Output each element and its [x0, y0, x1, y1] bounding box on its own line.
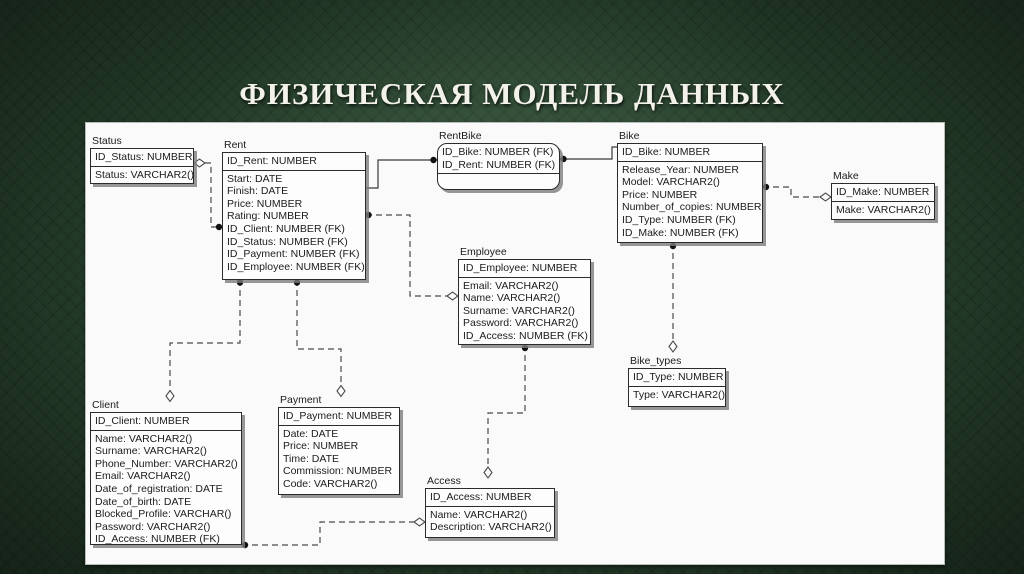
attribute: Email: VARCHAR2() [463, 279, 559, 292]
pk-attribute: ID_Make: NUMBER [836, 186, 930, 198]
pk-attribute: ID_Payment: NUMBER [283, 410, 393, 422]
entity-rent: Rent ID_Rent: NUMBER Start: DATE Finish:… [222, 139, 366, 280]
pk-attribute: ID_Access: NUMBER [430, 491, 532, 503]
pk-attribute: ID_Employee: NUMBER [463, 262, 578, 274]
attribute: Email: VARCHAR2() [95, 470, 191, 483]
attribute: Model: VARCHAR2() [622, 176, 720, 189]
pk-attribute: ID_Rent: NUMBER (FK) [442, 158, 556, 171]
entity-title: Client [92, 399, 119, 411]
entity-status: Status ID_Status: NUMBER Status: VARCHAR… [90, 135, 194, 184]
attribute: ID_Employee: NUMBER (FK) [227, 260, 365, 273]
attribute: Password: VARCHAR2() [95, 520, 211, 533]
attribute: Type: VARCHAR2() [633, 388, 725, 401]
attribute: Status: VARCHAR2() [95, 168, 194, 181]
attribute: Password: VARCHAR2() [463, 317, 579, 330]
attribute: Blocked_Profile: VARCHAR() [95, 508, 232, 521]
attribute: Start: DATE [227, 172, 283, 185]
attribute: Date_of_birth: DATE [95, 495, 192, 508]
entity-bike: Bike ID_Bike: NUMBER Release_Year: NUMBE… [617, 130, 763, 243]
pk-attribute: ID_Rent: NUMBER [227, 155, 317, 167]
pk-attribute: ID_Client: NUMBER [95, 415, 190, 427]
attribute: Number_of_copies: NUMBER [622, 201, 762, 214]
attribute: Finish: DATE [227, 185, 289, 198]
entity-title: Make [833, 170, 859, 182]
attribute: Price: NUMBER [227, 197, 303, 210]
entity-client: Client ID_Client: NUMBER Name: VARCHAR2(… [90, 399, 242, 546]
entity-access: Access ID_Access: NUMBER Name: VARCHAR2(… [425, 475, 555, 538]
attribute: Price: NUMBER [622, 188, 698, 201]
attribute: Name: VARCHAR2() [463, 292, 561, 305]
attribute: Surname: VARCHAR2() [95, 445, 207, 458]
entity-bike-types: Bike_types ID_Type: NUMBER Type: VARCHAR… [628, 355, 726, 407]
attribute: Commission: NUMBER [283, 465, 393, 478]
entity-make: Make ID_Make: NUMBER Make: VARCHAR2() [831, 170, 935, 220]
attribute: ID_Client: NUMBER (FK) [227, 222, 345, 235]
attribute: Release_Year: NUMBER [622, 163, 739, 176]
entity-title: Rent [224, 139, 247, 151]
entity-title: RentBike [439, 130, 482, 142]
attribute: Name: VARCHAR2() [430, 508, 528, 521]
entity-title: Status [92, 135, 122, 147]
attribute: ID_Type: NUMBER (FK) [622, 213, 736, 226]
attribute: ID_Status: NUMBER (FK) [227, 235, 348, 248]
entity-title: Employee [460, 246, 507, 258]
attribute: ID_Access: NUMBER (FK) [463, 329, 588, 342]
attribute: Code: VARCHAR2() [283, 477, 378, 490]
entity-title: Bike [619, 130, 640, 142]
attribute: Price: NUMBER [283, 440, 359, 453]
attribute: ID_Make: NUMBER (FK) [622, 226, 739, 239]
entity-rentbike: RentBike ID_Bike: NUMBER (FK) ID_Rent: N… [437, 130, 560, 190]
entity-payment: Payment ID_Payment: NUMBER Date: DATE Pr… [278, 394, 400, 495]
pk-attribute: ID_Bike: NUMBER (FK) [442, 146, 554, 158]
attribute: Surname: VARCHAR2() [463, 304, 575, 317]
slide-title: ФИЗИЧЕСКАЯ МОДЕЛЬ ДАННЫХ [239, 76, 785, 111]
attribute: ID_Access: NUMBER (FK) [95, 533, 220, 546]
entity-title: Bike_types [630, 355, 682, 367]
entity-title: Payment [280, 394, 322, 406]
attribute: Time: DATE [283, 452, 340, 465]
attribute: Phone_Number: VARCHAR2() [95, 457, 238, 470]
attribute: Rating: NUMBER [227, 210, 309, 223]
attribute: Description: VARCHAR2() [430, 521, 552, 534]
entity-employee: Employee ID_Employee: NUMBER Email: VARC… [458, 246, 591, 345]
attribute: Make: VARCHAR2() [836, 203, 931, 216]
pk-attribute: ID_Type: NUMBER [633, 371, 724, 383]
attribute: Date: DATE [283, 427, 339, 440]
pk-attribute: ID_Status: NUMBER [95, 151, 193, 163]
attribute: ID_Payment: NUMBER (FK) [227, 248, 360, 261]
entity-title: Access [427, 475, 461, 487]
attribute: Date_of_registration: DATE [95, 482, 223, 495]
pk-attribute: ID_Bike: NUMBER [622, 146, 711, 158]
attribute: Name: VARCHAR2() [95, 432, 193, 445]
